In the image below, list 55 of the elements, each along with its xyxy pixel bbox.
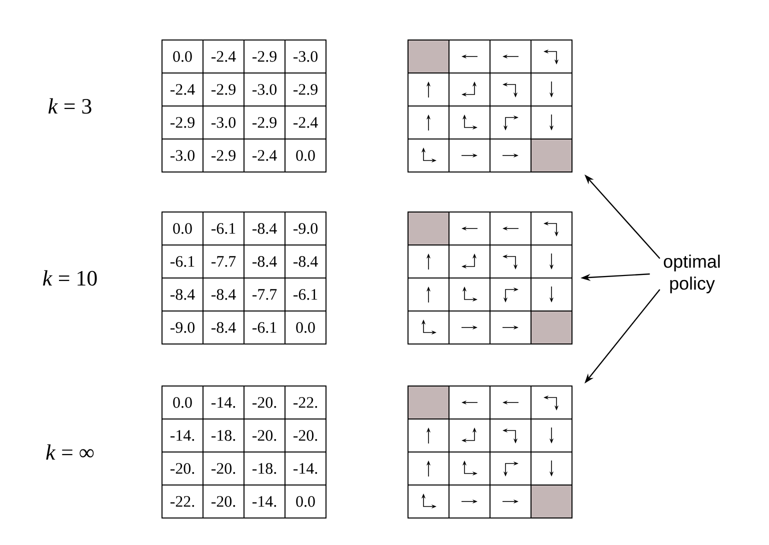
table-cell: -8.4	[162, 278, 204, 312]
table-cell: -20.	[284, 418, 326, 452]
table-cell: -7.7	[202, 244, 244, 278]
table-cell: -9.0	[284, 212, 326, 246]
table-cell: -2.9	[244, 40, 286, 74]
iteration-label: k = 10	[43, 270, 97, 286]
table-cell: -20.	[162, 452, 204, 486]
table-cell: -2.4	[162, 72, 204, 106]
table-cell: -3.0	[202, 106, 244, 140]
table-cell: -18.	[244, 452, 286, 486]
table-cell: -18.	[202, 418, 244, 452]
table-cell: -8.4	[244, 244, 286, 278]
table-cell: -2.4	[244, 138, 286, 172]
iteration-label: k = ∞	[46, 444, 94, 460]
gridworld-policy-drawing	[408, 386, 572, 518]
iteration-label: k = 3	[48, 98, 92, 114]
table-cell: -6.1	[244, 310, 286, 344]
table-cell: -7.7	[244, 278, 286, 312]
table-cell: -2.4	[202, 40, 244, 74]
callout-text: optimal policy	[664, 254, 720, 294]
table-cell: -20.	[202, 484, 244, 518]
table-cell: -22.	[284, 386, 326, 420]
table-cell: -2.9	[202, 72, 244, 106]
table-cell: 0.0	[284, 138, 326, 172]
table-cell: -20.	[244, 418, 286, 452]
table-cell: -8.4	[284, 244, 326, 278]
table-cell: -2.9	[162, 106, 204, 140]
table-cell: -8.4	[202, 278, 244, 312]
table-cell: -8.4	[202, 310, 244, 344]
table-cell: 0.0	[284, 484, 326, 518]
table-cell: -3.0	[162, 138, 204, 172]
table-cell: -14.	[244, 484, 286, 518]
table-cell: -6.1	[284, 278, 326, 312]
gridworld-policy-drawing	[408, 40, 572, 172]
table-cell: -3.0	[284, 40, 326, 74]
table-cell: 0.0	[162, 212, 204, 246]
table-cell: -9.0	[162, 310, 204, 344]
table-cell: -2.9	[202, 138, 244, 172]
table-cell: -8.4	[244, 212, 286, 246]
table-cell: 0.0	[162, 386, 204, 420]
table-cell: -22.	[162, 484, 204, 518]
table-cell: -2.9	[244, 106, 286, 140]
table-cell: -6.1	[162, 244, 204, 278]
table-cell: -20.	[202, 452, 244, 486]
table-cell: -6.1	[202, 212, 244, 246]
gridworld-policy-drawing	[408, 212, 572, 344]
table-cell: 0.0	[162, 40, 204, 74]
table-cell: -14.	[202, 386, 244, 420]
table-cell: 0.0	[284, 310, 326, 344]
table-cell: -2.9	[284, 72, 326, 106]
table-cell: -14.	[162, 418, 204, 452]
table-cell: -20.	[244, 386, 286, 420]
table-cell: -14.	[284, 452, 326, 486]
table-cell: -2.4	[284, 106, 326, 140]
table-cell: -3.0	[244, 72, 286, 106]
